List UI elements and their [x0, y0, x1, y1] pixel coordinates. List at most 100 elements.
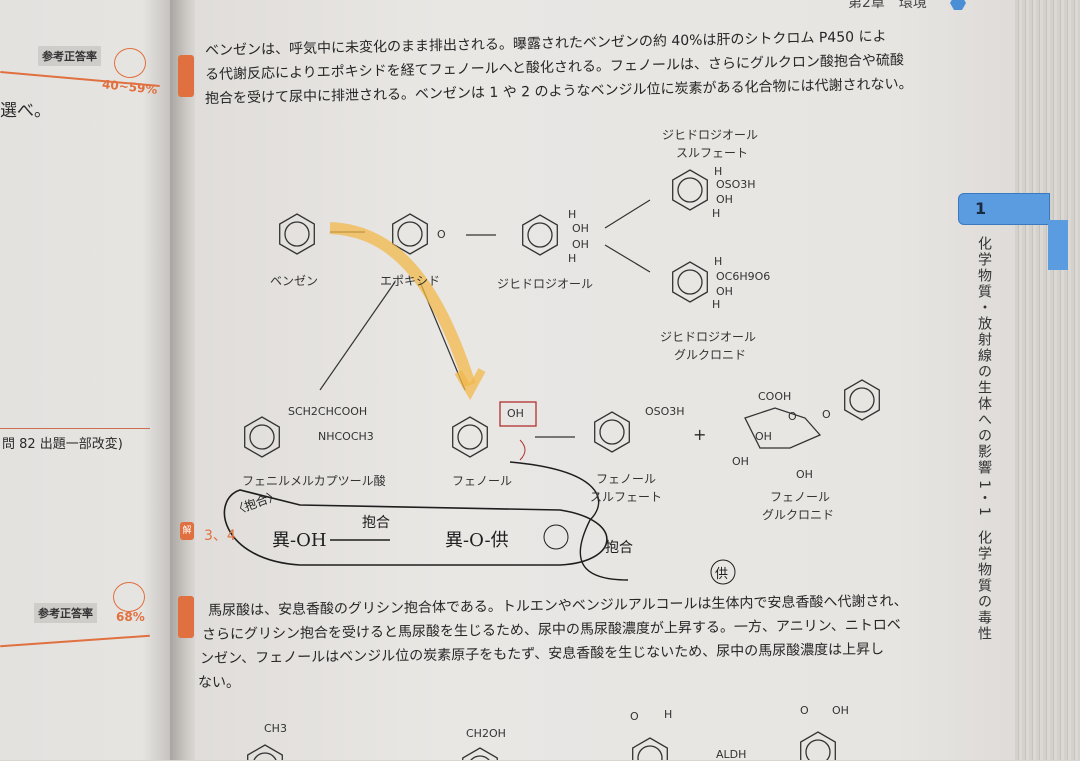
handwritten-side-product: 供: [715, 567, 729, 582]
group-label: OH: [572, 222, 589, 235]
group-label: H: [714, 255, 723, 268]
answer-rate-badge: 参考正答率: [38, 46, 101, 66]
glucuronide-label: ジヒドロジオール: [660, 330, 757, 344]
benzoic-acid-ring: [800, 731, 836, 760]
benzene-ring: [279, 213, 315, 255]
source-note: 問 82 出題一部改変): [2, 437, 123, 452]
diol-ring: [522, 214, 558, 256]
benzene-ring-inner: [284, 221, 310, 247]
handwritten-circle: [543, 524, 569, 550]
group-label: H: [568, 252, 577, 265]
group-label: H: [712, 298, 721, 311]
section-title: 化学物質の毒性: [976, 530, 992, 642]
group-label: OSO3H: [716, 178, 756, 191]
toluene-ring-inner: [253, 752, 277, 760]
handwritten-arrow-label: 抱合: [362, 515, 390, 531]
group-label: OH: [716, 285, 733, 298]
chapter-tab-number: 1: [975, 199, 987, 218]
group-label: OH: [572, 238, 589, 251]
epoxide-label: エポキシド: [380, 274, 441, 288]
chapter-header: 第2章 環境: [848, 0, 927, 11]
diol-sulfate-ring-inner: [677, 177, 703, 203]
sulfate-label: スルフェート: [676, 146, 749, 160]
worried-face-icon: [114, 48, 146, 78]
benzaldehyde-ring: [632, 737, 668, 760]
group-label: OH: [716, 193, 733, 206]
group-label: H: [568, 208, 577, 221]
page-edges: [1015, 0, 1080, 760]
benzyl-alcohol-label: CH2OH: [466, 727, 506, 740]
epoxide-ring-inner: [397, 221, 423, 247]
phenol-glucuronide-label: グルクロニド: [762, 508, 835, 522]
diol-sulfate-ring: [672, 169, 708, 211]
answer-value: 3、4: [204, 528, 236, 544]
benzene-label: ベンゼン: [270, 274, 319, 288]
group-label: H: [712, 207, 721, 220]
epoxide-oxygen: O: [437, 228, 446, 241]
handwritten-circle: [710, 559, 736, 585]
chapter-title: 化学物質・放射線の生体への影響: [976, 236, 992, 476]
diol-glucuronide-ring-inner: [677, 269, 703, 295]
handwritten-side-label: 抱合: [605, 540, 633, 556]
group-label: OH: [832, 704, 849, 717]
diol-glucuronide-ring: [672, 261, 708, 303]
phenol-label: フェノール: [452, 474, 513, 488]
tab-marker: [1048, 220, 1068, 270]
toluene-label: CH3: [264, 722, 287, 735]
group-label: OH: [732, 455, 749, 468]
arrow-diol-glucuronide: [604, 244, 651, 273]
group-label: O: [788, 410, 797, 423]
sugar-ring: [744, 407, 822, 449]
section-number: 1・1: [976, 480, 992, 518]
answer-rate-value: 68%: [116, 610, 145, 624]
group-label: H: [664, 708, 673, 721]
group-label: O: [630, 710, 639, 723]
group-label: NHCOCH3: [318, 430, 374, 443]
question-text: 選べ。: [0, 101, 51, 121]
group-label: COOH: [758, 390, 792, 403]
phenol-sulfate-label: フェノール: [596, 472, 657, 486]
plus-sign: +: [693, 425, 707, 444]
group-label: H: [714, 165, 723, 178]
explanation-icon: [178, 596, 194, 638]
group-label: OH: [755, 430, 772, 443]
explanation-icon: [178, 55, 194, 97]
handwritten-product: 異-O-供: [445, 530, 509, 551]
glucuronide-label: グルクロニド: [674, 348, 747, 362]
group-label: O: [822, 408, 831, 421]
glucuronide-phenyl-ring: [844, 379, 880, 421]
phenol-sulfate-ring: [594, 411, 630, 453]
mercapturic-label: フェニルメルカプツール酸: [242, 474, 386, 488]
dihydrodiol-label: ジヒドロジオール: [497, 277, 594, 291]
highlighter-arrow: [329, 222, 476, 387]
handwritten-arrow: [509, 461, 629, 581]
phenol-ring: [452, 416, 488, 458]
phenol-glucuronide-label: フェノール: [770, 490, 831, 504]
handwritten-oh-box: [499, 401, 537, 427]
benzoic-acid-ring-inner: [805, 739, 831, 760]
explanation-line: ない。: [198, 675, 240, 691]
glucuronide-phenyl-ring-inner: [849, 387, 875, 413]
hexagon-logo-icon: [950, 0, 966, 10]
arrow-diol-sulfate: [604, 199, 651, 229]
group-label: O: [800, 704, 809, 717]
phenol-ring-inner: [457, 424, 483, 450]
handwritten-reactant: 異-OH: [272, 530, 327, 551]
benzyl-alcohol-ring: [462, 747, 498, 760]
divider-line: [0, 428, 150, 429]
group-label: OC6H9O6: [716, 270, 771, 283]
mercapturic-ring-inner: [249, 424, 275, 450]
diol-ring-inner: [527, 222, 553, 248]
left-page: [0, 0, 178, 760]
sulfate-label: ジヒドロジオール: [662, 128, 759, 142]
mercapturic-ring: [244, 416, 280, 458]
benzaldehyde-ring-inner: [637, 745, 663, 760]
epoxide-ring: [392, 213, 428, 255]
chapter-tab[interactable]: 1: [958, 193, 1050, 225]
group-label: SCH2CHCOOH: [288, 405, 368, 418]
toluene-ring: [247, 744, 283, 760]
phenol-sulfate-ring-inner: [599, 419, 625, 445]
smile-face-icon: [113, 582, 145, 612]
answer-icon: 解: [180, 522, 194, 540]
